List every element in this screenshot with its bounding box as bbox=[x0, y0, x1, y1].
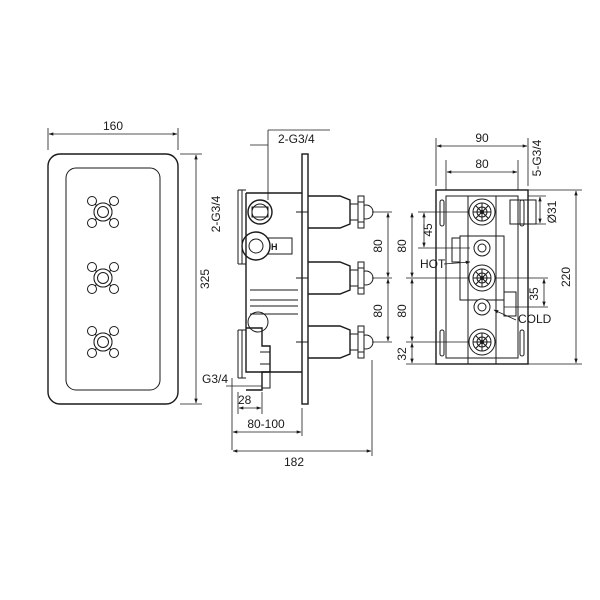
inlet-label: G3/4 bbox=[202, 372, 228, 386]
front-height-label: 325 bbox=[198, 269, 212, 289]
dim-80-lower-label: 80 bbox=[395, 304, 409, 318]
dim-80-upper-label: 80 bbox=[395, 239, 409, 253]
side-handle-bottom bbox=[308, 325, 374, 359]
rear-height-220-label: 220 bbox=[559, 267, 573, 287]
outlet-side-label: 2-G3/4 bbox=[209, 195, 223, 232]
cross-handle-icon bbox=[87, 326, 119, 358]
side-handle-top bbox=[308, 195, 374, 229]
dim-45-label: 45 bbox=[421, 223, 435, 237]
total-depth-label: 182 bbox=[284, 455, 304, 469]
spacing-upper-label: 80 bbox=[371, 239, 385, 253]
rear-port-lower bbox=[473, 298, 491, 316]
cross-handle-icon bbox=[87, 262, 119, 294]
rear-valve-top bbox=[468, 198, 496, 226]
rear-valve-bottom bbox=[468, 328, 496, 356]
front-view: 160 325 bbox=[47, 119, 212, 405]
outlet-top-label: 2-G3/4 bbox=[278, 132, 315, 146]
rear-width-90-label: 90 bbox=[475, 131, 489, 145]
rear-port-upper bbox=[473, 239, 491, 257]
front-width-label: 160 bbox=[103, 119, 123, 133]
front-plate-inner bbox=[65, 167, 161, 391]
dim-35-label: 35 bbox=[527, 287, 541, 301]
rear-view: 90 80 5-G3/4 Ø31 220 45 80 80 32 HOT COL… bbox=[395, 131, 582, 365]
rear-width-80-label: 80 bbox=[475, 157, 489, 171]
cold-label: COLD bbox=[518, 312, 552, 326]
depth-28-label: 28 bbox=[238, 393, 252, 407]
rear-valve-middle bbox=[468, 264, 496, 292]
side-view: H bbox=[202, 129, 392, 469]
spacing-lower-label: 80 bbox=[371, 304, 385, 318]
dim-32-label: 32 bbox=[395, 347, 409, 361]
outlets-count-label: 5-G3/4 bbox=[530, 139, 544, 176]
hot-mark: H bbox=[271, 242, 278, 252]
front-plate-outer bbox=[47, 153, 179, 405]
cross-handle-icon bbox=[87, 196, 119, 228]
depth-range-label: 80-100 bbox=[247, 417, 285, 431]
side-handle-middle bbox=[308, 261, 374, 295]
side-wall-plate bbox=[301, 153, 309, 405]
diameter-label: Ø31 bbox=[545, 200, 559, 223]
hot-label: HOT bbox=[420, 257, 446, 271]
